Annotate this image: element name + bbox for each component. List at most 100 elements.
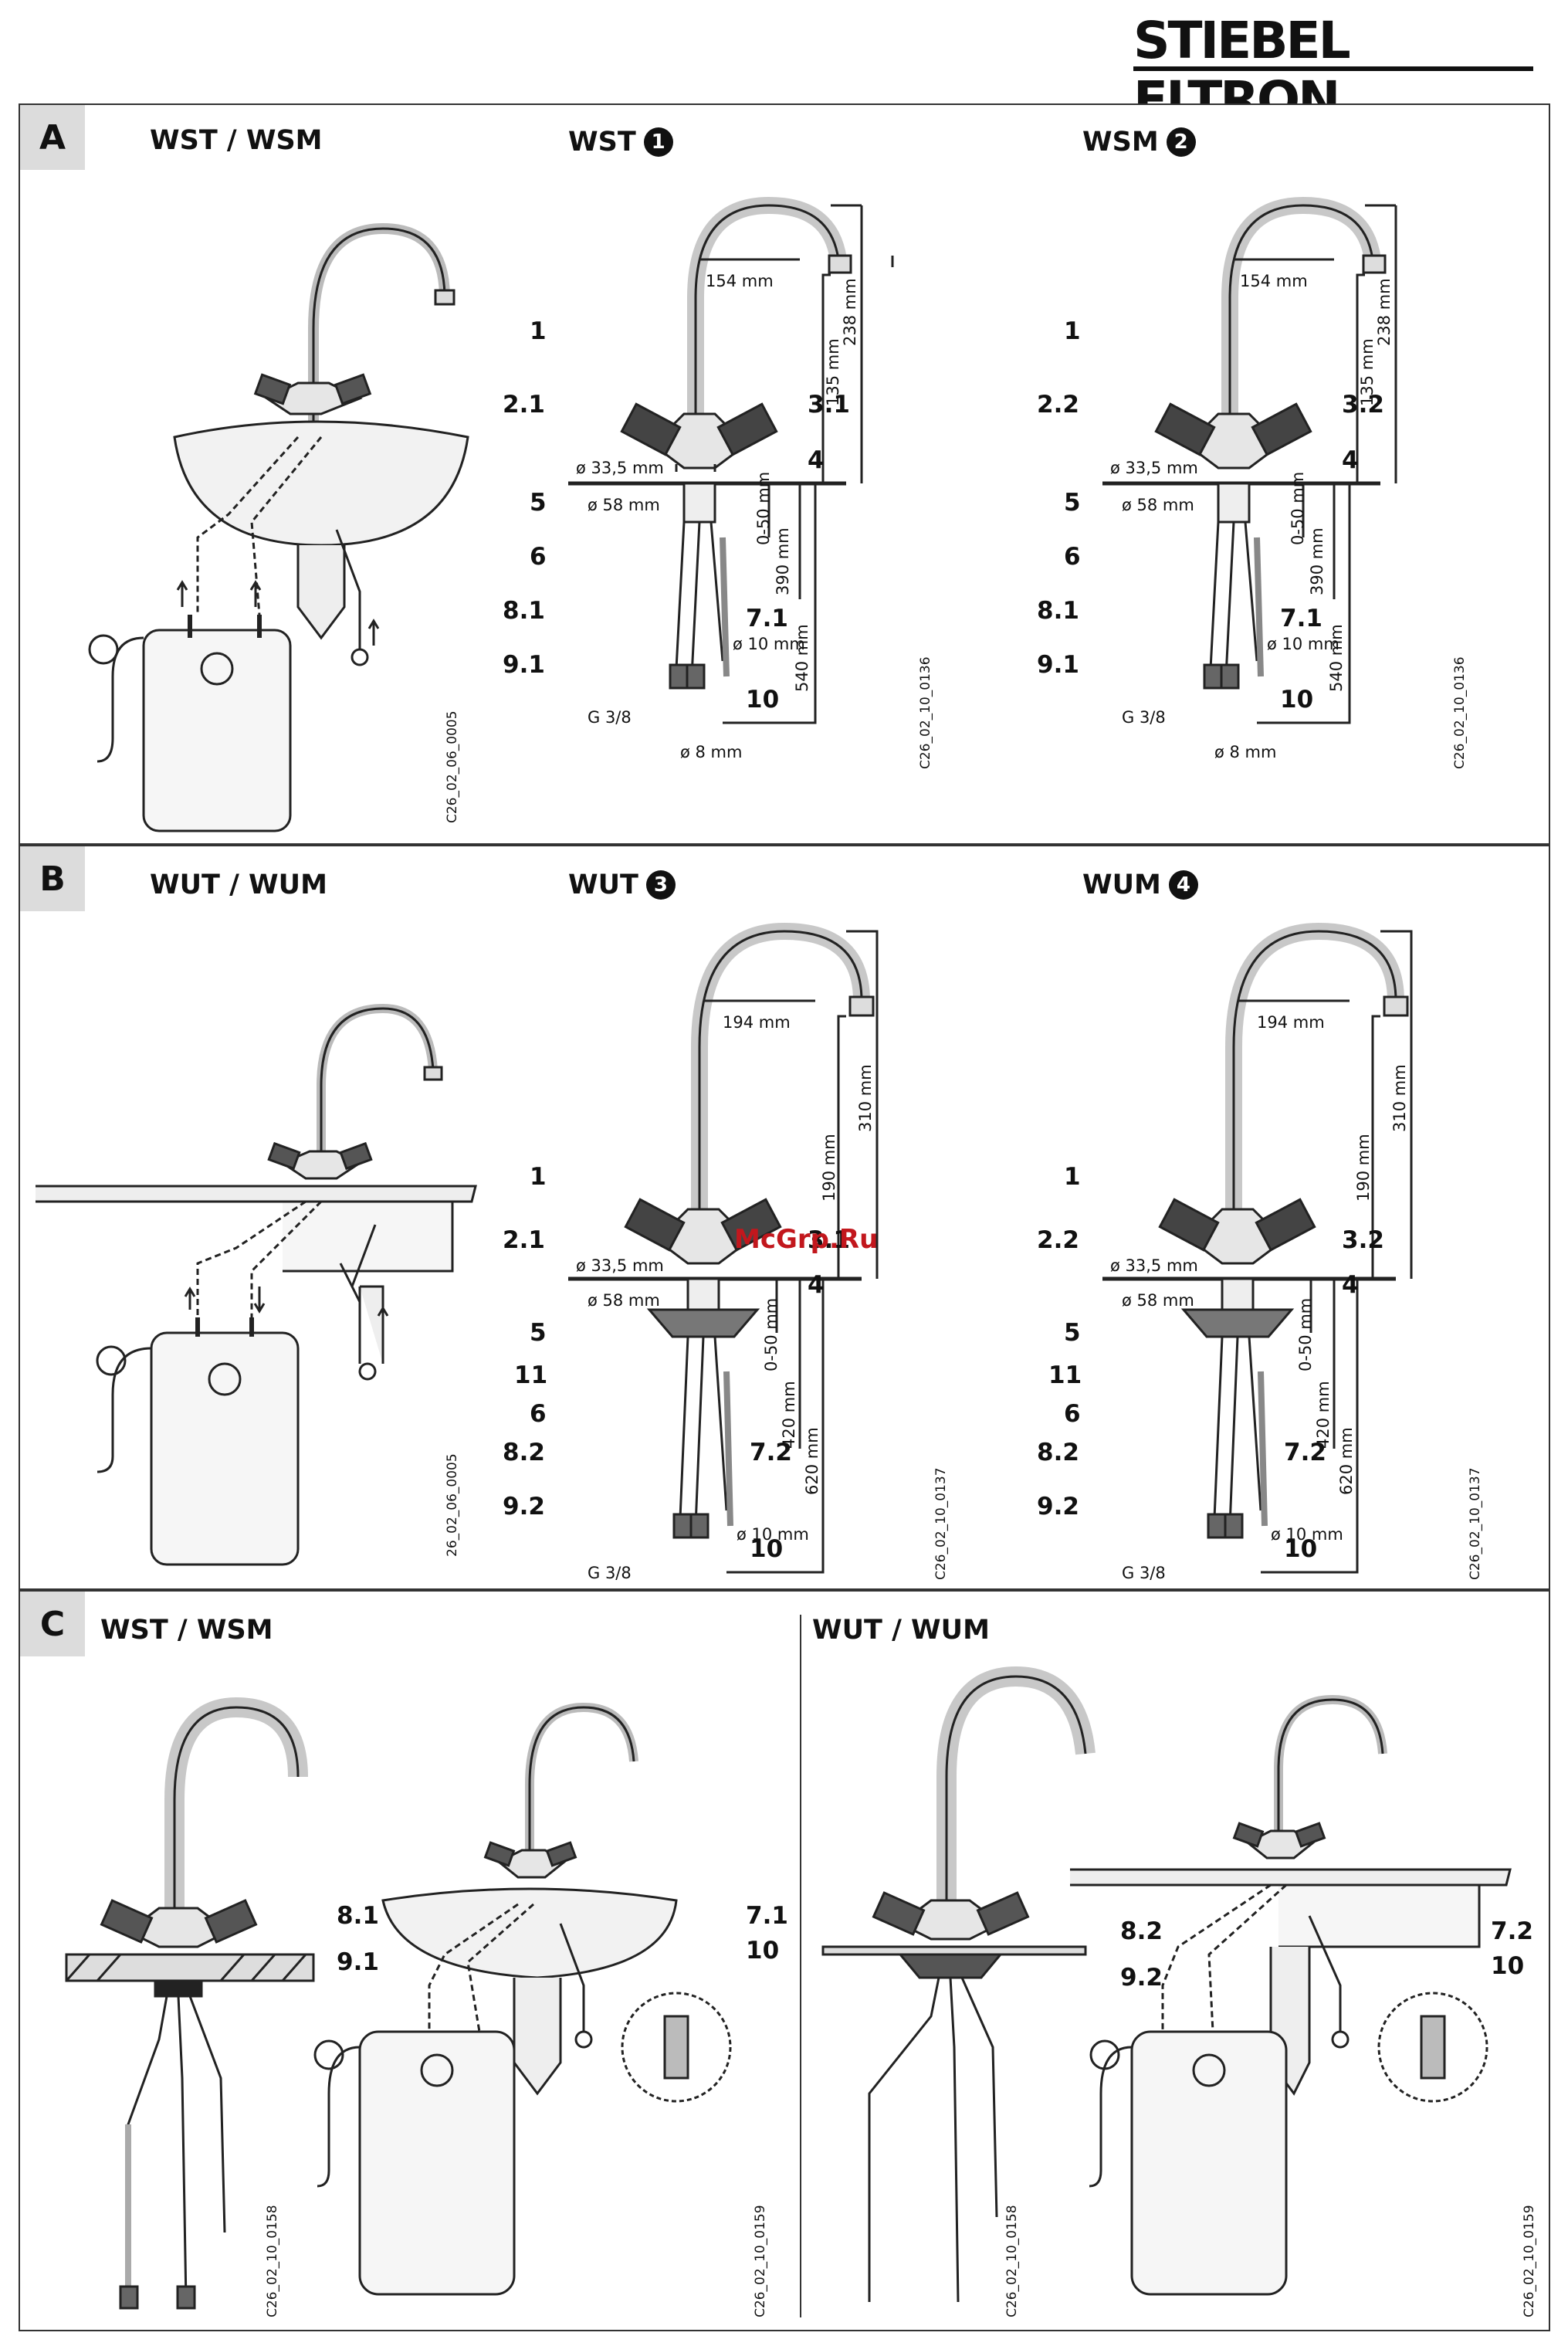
wst-label-2-1: 2.1 [503, 391, 545, 419]
wut-label-5: 5 [530, 1319, 547, 1347]
wst-label-1: 1 [530, 317, 547, 345]
wst-total-dim: 540 mm [793, 624, 811, 692]
wst-technical-drawing: 154 mm 238 mm 135 mm 0-50 mm 390 mm 540 … [503, 196, 933, 769]
wst-diam-8: ø 8 mm [680, 743, 742, 761]
brand-underline [1133, 66, 1533, 71]
wsm-thread: G 3/8 [1122, 708, 1166, 727]
panel-a-overview-title: WST / WSM [150, 125, 323, 156]
wsm-label-9-1: 9.1 [1037, 651, 1079, 679]
wum-label-11: 11 [1048, 1361, 1082, 1389]
wsm-diam-10: ø 10 mm [1267, 635, 1339, 653]
wsm-label-1: 1 [1064, 317, 1081, 345]
wst-diam-335: ø 33,5 mm [576, 459, 664, 477]
wum-label-5: 5 [1064, 1319, 1081, 1347]
wut-reach-dim: 194 mm [723, 1013, 791, 1032]
wut-code: C26_02_10_0137 [933, 1467, 949, 1580]
wsm-adjust-dim: 0-50 mm [1289, 472, 1307, 545]
wum-label-6: 6 [1064, 1400, 1081, 1428]
wst-wsm-basin-drawing: 8.1 9.1 7.1 10 [313, 1702, 788, 2296]
wst-code: C26_02_10_0136 [918, 656, 933, 769]
wut-diam-58: ø 58 mm [588, 1291, 660, 1310]
wut-label-7-2: 7.2 [750, 1439, 792, 1466]
wsm-diam-58: ø 58 mm [1122, 496, 1194, 514]
wsm-label-2-2: 2.2 [1037, 391, 1079, 419]
wum-height-dim: 310 mm [1390, 1064, 1409, 1132]
wsm-label-5: 5 [1064, 489, 1081, 517]
wum-label-1: 1 [1064, 1163, 1081, 1191]
wst-label-7-1: 7.1 [746, 605, 788, 632]
wsm-label-3-2: 3.2 [1342, 391, 1384, 419]
brand-logo: STIEBEL ELTRON [1133, 11, 1351, 130]
wut-label-9-2: 9.2 [503, 1493, 545, 1520]
c-right-label-9-2: 9.2 [1120, 1964, 1163, 1992]
wum-adjust-dim: 0-50 mm [1296, 1298, 1315, 1371]
wum-code: C26_02_10_0137 [1468, 1467, 1483, 1580]
panel-a-overview-code: C26_02_06_0005 [445, 710, 460, 823]
wut-label-3-1: 3.1 [808, 1226, 850, 1254]
wut-label-11: 11 [514, 1361, 547, 1389]
wut-height-dim: 310 mm [856, 1064, 875, 1132]
panel-c-divider [800, 1615, 801, 2317]
wsm-spout-height-dim: 135 mm [1358, 338, 1377, 406]
wum-thread: G 3/8 [1122, 1564, 1166, 1582]
wum-label-10: 10 [1284, 1535, 1317, 1563]
watermark: McGrp.Ru [734, 1224, 878, 1255]
wum-total-dim: 620 mm [1337, 1427, 1356, 1495]
wsm-technical-drawing: 154 mm 238 mm 135 mm 0-50 mm 390 mm 540 … [1037, 196, 1468, 769]
wut-label-8-2: 8.2 [503, 1439, 545, 1466]
wut-diam-10: ø 10 mm [737, 1525, 809, 1544]
wst-thread: G 3/8 [588, 708, 632, 727]
wum-label-4: 4 [1342, 1271, 1359, 1299]
c-left-code-1: C26_02_10_0158 [265, 2205, 280, 2317]
wst-label-9-1: 9.1 [503, 651, 545, 679]
wst-label-4: 4 [808, 446, 825, 474]
wsm-label-10: 10 [1280, 686, 1313, 714]
wum-hose-len-dim: 420 mm [1314, 1381, 1333, 1449]
number-badge-2: 2 [1166, 127, 1196, 157]
wut-wum-sink-drawing: 8.2 9.2 7.2 10 [1070, 1694, 1533, 2296]
c-right-code-2: C26_02_10_0159 [1522, 2205, 1537, 2317]
c-right-label-10: 10 [1491, 1952, 1524, 1980]
wst-label-10: 10 [746, 686, 779, 714]
wsm-label-7-1: 7.1 [1280, 605, 1322, 632]
wst-wsm-countertop-drawing [65, 1697, 315, 2310]
wsm-diam-8: ø 8 mm [1214, 743, 1276, 761]
panel-b-tag: B [20, 846, 85, 911]
c-right-label-8-2: 8.2 [1120, 1917, 1163, 1945]
wut-label-10: 10 [750, 1535, 783, 1563]
wut-wum-countertop-drawing [821, 1666, 1096, 2303]
wst-height-dim: 238 mm [841, 278, 859, 346]
wum-diam-58: ø 58 mm [1122, 1291, 1194, 1310]
number-badge-3: 3 [645, 870, 676, 900]
c-left-label-10: 10 [746, 1937, 779, 1965]
wsm-height-dim: 238 mm [1375, 278, 1394, 346]
wsm-code: C26_02_10_0136 [1452, 656, 1468, 769]
wut-spout-height-dim: 190 mm [820, 1134, 838, 1202]
wst-diam-58: ø 58 mm [588, 496, 660, 514]
c-right-code-1: C26_02_10_0158 [1004, 2205, 1020, 2317]
wut-hose-len-dim: 420 mm [780, 1381, 798, 1449]
wut-technical-drawing: 194 mm 310 mm 190 mm 0-50 mm 420 mm 620 … [503, 922, 949, 1582]
wst-spout-height-dim: 135 mm [824, 338, 842, 406]
wut-wum-overview-drawing [36, 1003, 477, 1566]
wsm-label-6: 6 [1064, 543, 1081, 571]
wst-hose-len-dim: 390 mm [774, 527, 792, 595]
panel-c: C WST / WSM WUT / WUM [19, 1590, 1550, 2331]
wst-label-5: 5 [530, 489, 547, 517]
wum-label-8-2: 8.2 [1037, 1439, 1079, 1466]
wut-label-6: 6 [530, 1400, 547, 1428]
wum-label-3-2: 3.2 [1342, 1226, 1384, 1254]
c-left-label-9-1: 9.1 [337, 1948, 379, 1976]
number-badge-4: 4 [1168, 870, 1198, 900]
wst-label-3-1: 3.1 [808, 391, 850, 419]
wum-diam-335: ø 33,5 mm [1110, 1256, 1198, 1275]
panel-a-tag: A [20, 105, 85, 170]
wut-adjust-dim: 0-50 mm [762, 1298, 781, 1371]
c-left-code-2: C26_02_10_0159 [753, 2205, 768, 2317]
wum-label-9-2: 9.2 [1037, 1493, 1079, 1520]
c-left-label-7-1: 7.1 [746, 1902, 788, 1930]
